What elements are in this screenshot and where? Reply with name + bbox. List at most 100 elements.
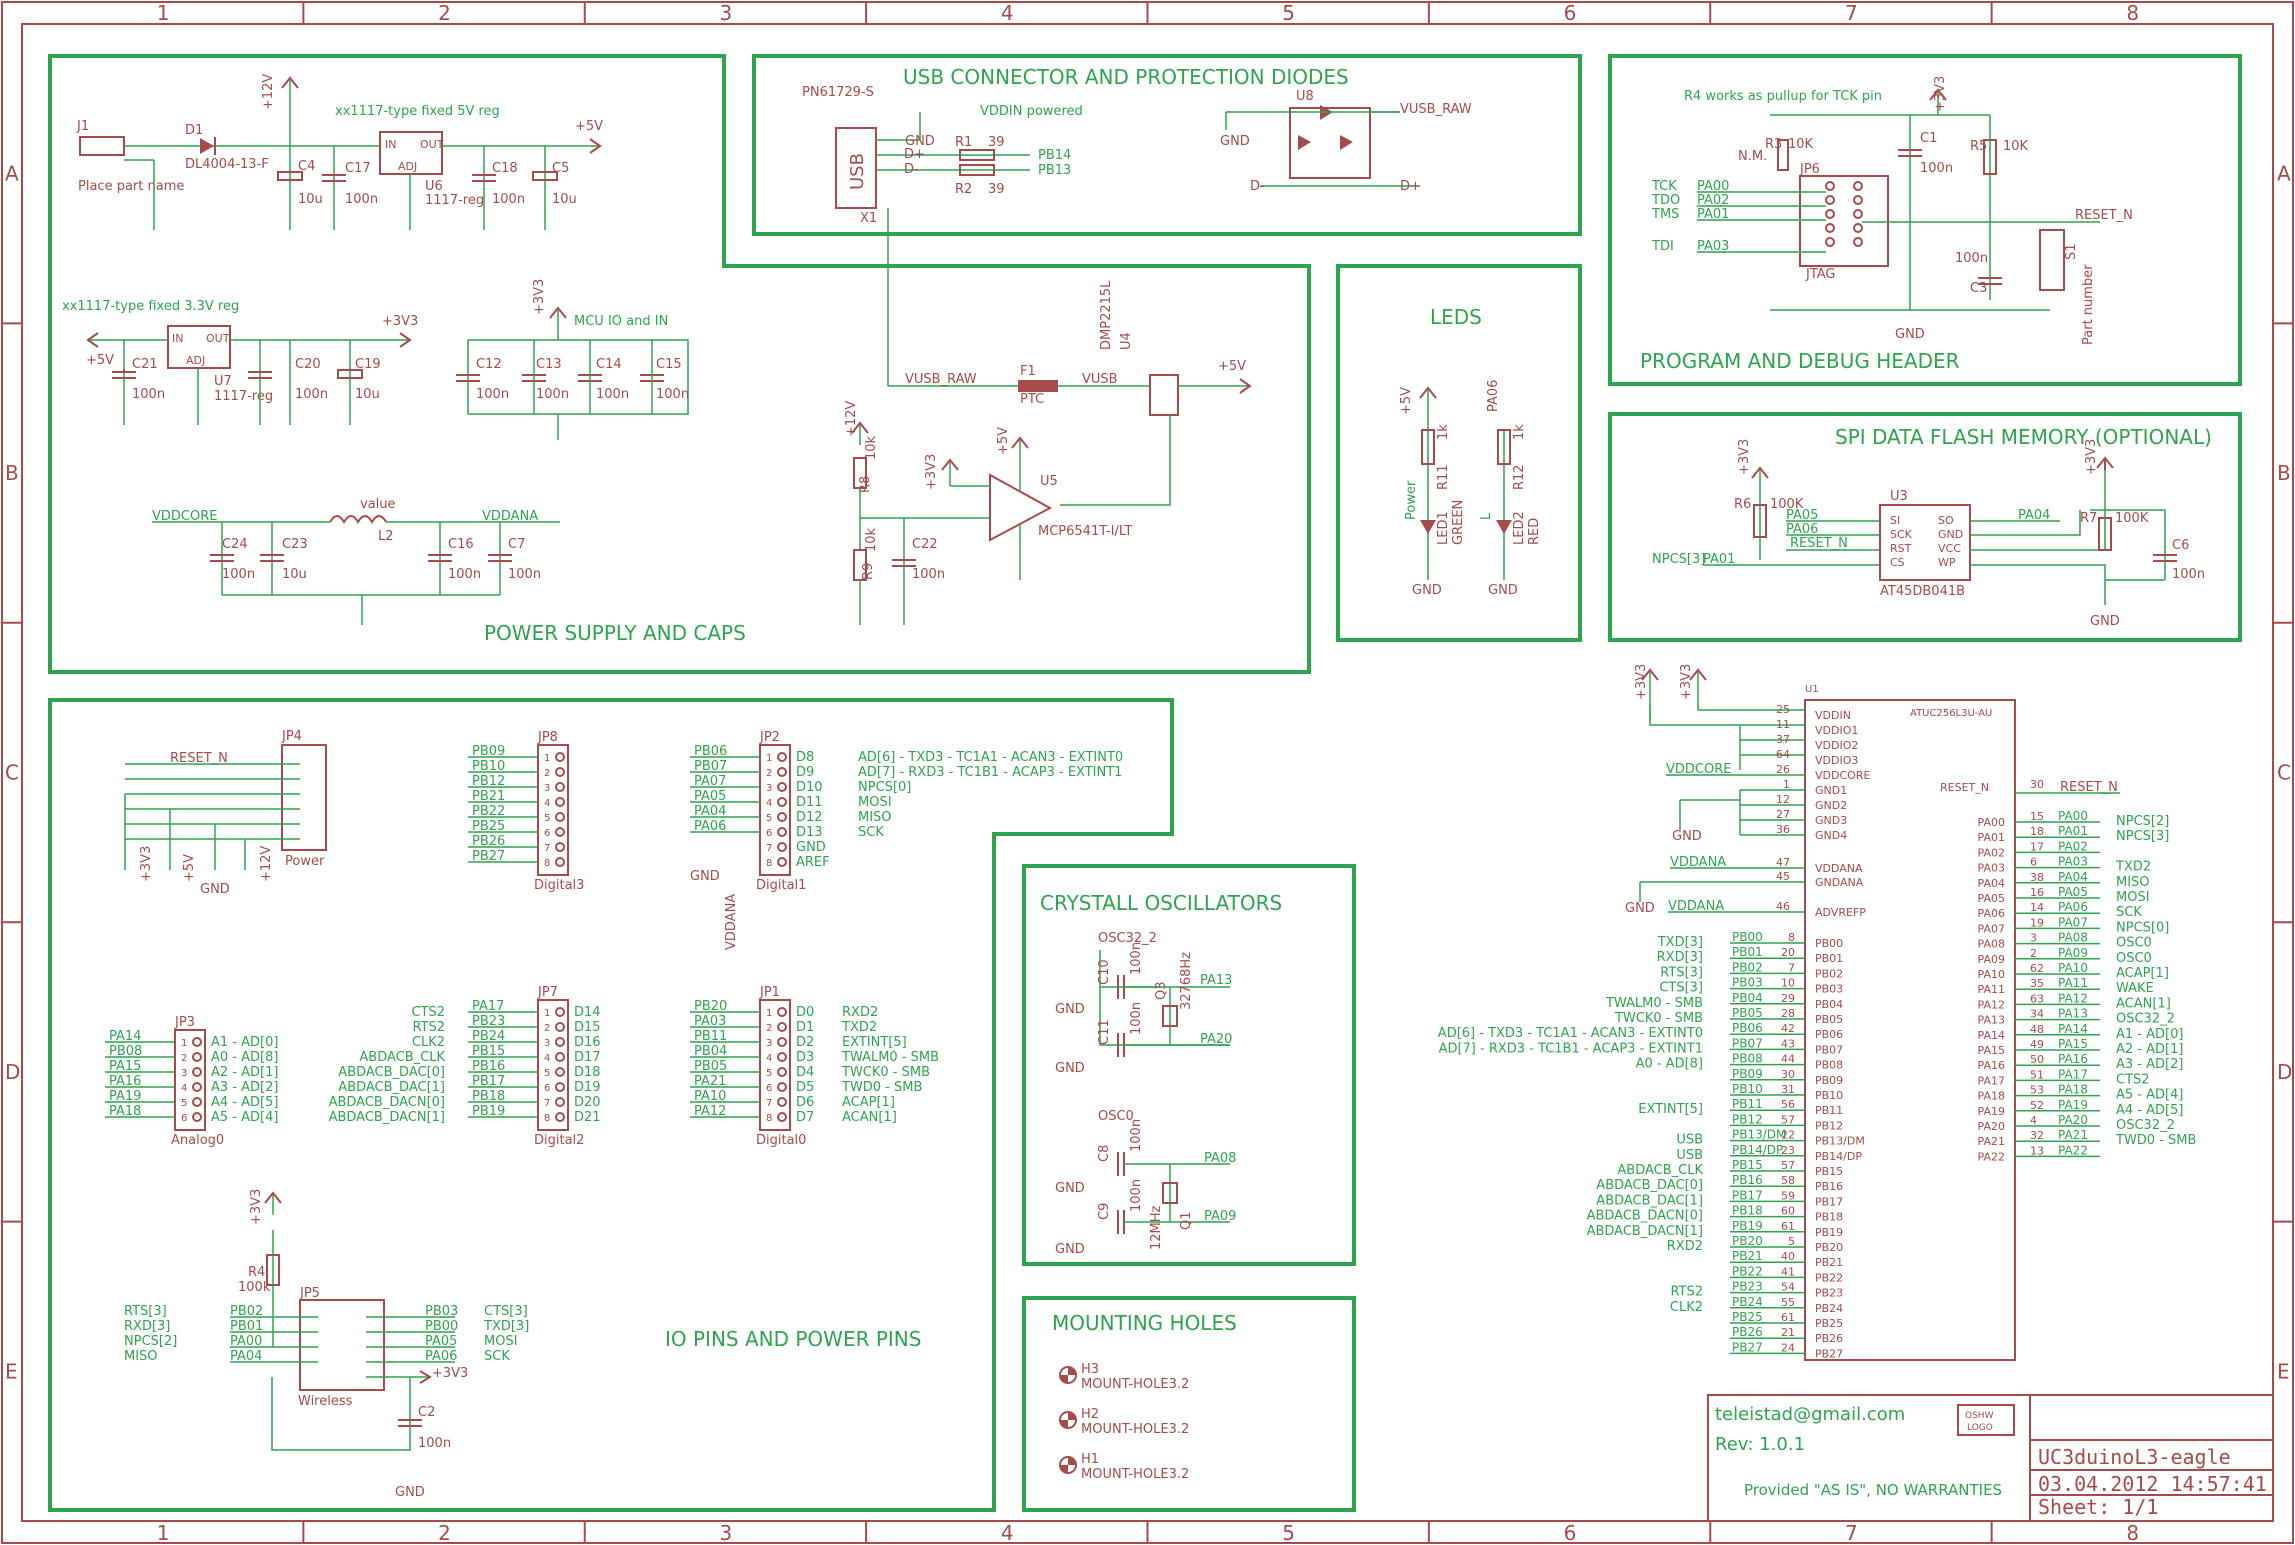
- svg-text:8: 8: [766, 858, 772, 869]
- mcu-pa-net-19: PA19: [2058, 1098, 2088, 1112]
- mcu-pb-func-2: RTS[3]: [1660, 965, 1703, 980]
- svg-text:8: 8: [766, 1113, 772, 1124]
- mcu-pa-func-17: CTS2: [2116, 1072, 2150, 1087]
- jp4-label: JP4: [281, 729, 302, 744]
- jp4-reset: RESET_N: [170, 751, 228, 766]
- svg-text:5: 5: [766, 1068, 772, 1079]
- vusb-net: VUSB: [1082, 372, 1118, 387]
- jp5-label: JP5: [299, 1286, 320, 1301]
- mcu-pb-pin-20: PB20: [1815, 1241, 1843, 1254]
- jp2-pin: [777, 767, 787, 777]
- mcu-pb-num-20: 5: [1788, 1235, 1795, 1248]
- c18-label: C18: [492, 161, 518, 176]
- jp1-sig-1: D1: [796, 1020, 814, 1035]
- crystal-schematic: OSC32_2 C10 100n C11 100n Q3 32768Hz PA1…: [1055, 931, 1236, 1257]
- mcu-pb-num-23: 54: [1781, 1281, 1795, 1294]
- mcu-pa-net-14: PA14: [2058, 1022, 2088, 1036]
- mcu-pa-func-5: MOSI: [2116, 890, 2150, 905]
- l2-label: L2: [378, 529, 394, 544]
- j1-connector: [79, 136, 125, 156]
- jp1-net-3: PB04: [694, 1044, 727, 1059]
- jp3-pin: [192, 1082, 202, 1092]
- program-reset-n: RESET_N: [2075, 208, 2133, 223]
- mcu-pa-net-9: PA09: [2058, 946, 2088, 960]
- jp3-sig-4: A4 - AD[5]: [211, 1095, 278, 1110]
- mcu-pb-pin-3: PB03: [1815, 983, 1843, 996]
- u5-comparator: [989, 473, 1053, 542]
- u1-body: [1804, 699, 2016, 1361]
- spi-reset: RESET_N: [1790, 536, 1848, 551]
- jp1-sig-3: D3: [796, 1050, 814, 1065]
- jp7-sig-6: D20: [574, 1095, 601, 1110]
- vddcore-net: VDDCORE: [152, 509, 217, 524]
- p12-label-a: +12V: [261, 74, 276, 110]
- crystal-title: CRYSTALL OSCILLATORS: [1040, 891, 1282, 915]
- mcu-pb-func-6: AD[6] - TXD3 - TC1A1 - ACAN3 - EXTINT0: [1438, 1026, 1703, 1041]
- c20-value: 100n: [295, 387, 328, 402]
- jp2-sig-5: D13: [796, 825, 823, 840]
- svg-text:3: 3: [766, 1038, 772, 1049]
- q1-label: Q1: [1179, 1211, 1194, 1230]
- jp7-func-7: ABDACB_DACN[1]: [329, 1110, 445, 1125]
- r6-value: 100K: [1770, 497, 1804, 512]
- svg-text:4: 4: [766, 1053, 772, 1064]
- mount-hole-label-1: H2: [1081, 1407, 1099, 1422]
- jp4-gnd: GND: [200, 882, 230, 897]
- grid-col-bottom-2: 3: [719, 1521, 732, 1545]
- u8-diode-array: [1289, 107, 1371, 179]
- f1-label: F1: [1020, 364, 1036, 379]
- mcu-pa-func-21: TWD0 - SMB: [2115, 1133, 2196, 1148]
- mcu-pb-pin-22: PB22: [1815, 1271, 1843, 1284]
- leds-title: LEDS: [1430, 305, 1482, 329]
- mcu-pb-pin-27: PB27: [1815, 1347, 1843, 1360]
- mcu-pa-net-22: PA22: [2058, 1143, 2088, 1157]
- u3-pin-l-2: RST: [1890, 542, 1912, 555]
- jp7-net-2: PB24: [472, 1029, 505, 1044]
- r3-nm: N.M.: [1738, 149, 1767, 164]
- grid-col-bottom-7: 8: [2126, 1521, 2139, 1545]
- jp2-net-2: PA07: [694, 774, 726, 789]
- spi-box: [1608, 412, 2242, 642]
- mcu-pb-net-25: PB25: [1732, 1310, 1763, 1324]
- r8-value: 10k: [864, 435, 879, 460]
- jp3-pin: [192, 1097, 202, 1107]
- mcu-pb-num-12: 57: [1781, 1113, 1795, 1126]
- mcu-pa-pin-21: PA21: [1978, 1135, 2005, 1148]
- grid-col-top-6: 7: [1845, 1, 1858, 25]
- r11-value: 1k: [1436, 424, 1451, 440]
- jp1-func-1: TXD2: [841, 1020, 877, 1035]
- mcu-pb-net-5: PB05: [1732, 1006, 1763, 1020]
- mcu-u1: U1 ATUC256L3U-AU +3V3 +3V3 VDDCORE GND V…: [1625, 664, 2120, 1361]
- mcu-pb-net-24: PB24: [1732, 1295, 1763, 1309]
- mcu-pa-net-0: PA00: [2058, 809, 2088, 823]
- q1-value: 12MHz: [1149, 1205, 1164, 1250]
- spi-gnd: GND: [2090, 614, 2120, 629]
- mcu-pa-net-1: PA01: [2058, 824, 2088, 838]
- mcu-pa-net-3: PA03: [2058, 855, 2088, 869]
- mcu-pa-pin-5: PA05: [1978, 892, 2005, 905]
- jp2-func-0: AD[6] - TXD3 - TC1A1 - ACAN3 - EXTINT0: [858, 750, 1123, 765]
- jp3-pin: [192, 1052, 202, 1062]
- mcu-pb-num-27: 24: [1781, 1341, 1795, 1354]
- mcu-pb-num-4: 29: [1781, 992, 1795, 1005]
- svg-text:7: 7: [766, 843, 772, 854]
- io-headers: JP8Digital31PB092PB103PB124PB215PB226PB2…: [105, 730, 1123, 1148]
- mcu-p33-a: +3V3: [1634, 664, 1649, 700]
- svg-text:5: 5: [544, 1068, 550, 1079]
- q3-value: 32768Hz: [1179, 952, 1194, 1010]
- jp2-net-3: PA05: [694, 789, 726, 804]
- power-supply-box: [48, 54, 1311, 674]
- jp3-pin: [192, 1112, 202, 1122]
- mcu-pb-pin-9: PB09: [1815, 1074, 1843, 1087]
- mcu-pa-func-8: OSC0: [2116, 936, 2152, 951]
- c5-label: C5: [552, 161, 569, 176]
- power-title: POWER SUPPLY AND CAPS: [484, 621, 746, 645]
- mcu-pb-net-19: PB19: [1732, 1219, 1763, 1233]
- u8-label: U8: [1296, 89, 1314, 104]
- mcu-pa-pin-22: PA22: [1978, 1150, 2005, 1163]
- jp5-lf-2: NPCS[2]: [124, 1334, 177, 1349]
- mcu-pb-net-23: PB23: [1732, 1280, 1763, 1294]
- usb-title: USB CONNECTOR AND PROTECTION DIODES: [903, 65, 1349, 89]
- jp7-net-7: PB19: [472, 1104, 505, 1119]
- grid-col-top-0: 1: [157, 1, 170, 25]
